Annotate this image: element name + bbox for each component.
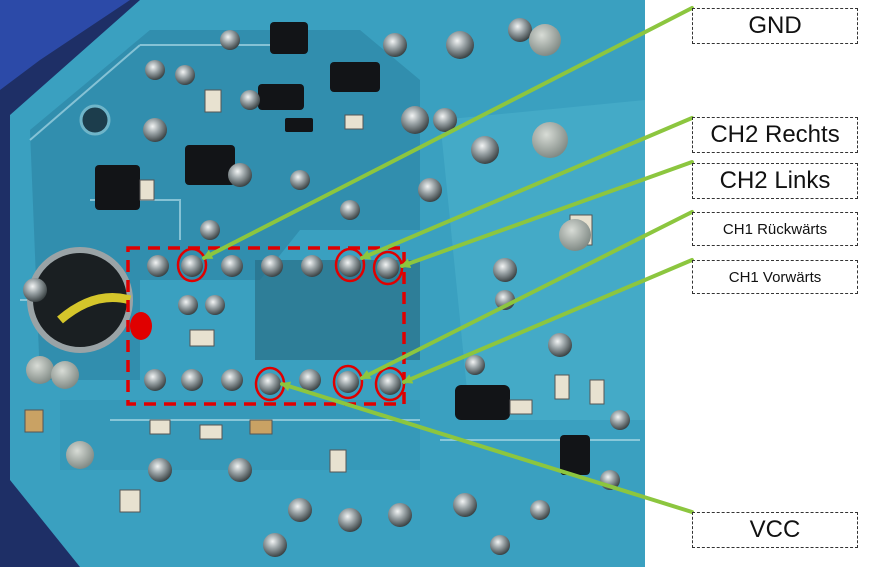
label-gnd: GND [692, 8, 858, 44]
arrow-vcc [280, 381, 694, 514]
arrow-ch2-rechts [360, 116, 694, 260]
arrow-ch2-links [400, 160, 694, 269]
arrow-gnd [202, 6, 694, 260]
label-ch1-rueckwaerts: CH1 Rückwärts [692, 212, 858, 246]
label-vcc: VCC [692, 512, 858, 548]
highlight-rectangle [126, 246, 406, 406]
screw-hole [79, 104, 111, 136]
label-ch2-links: CH2 Links [692, 163, 858, 199]
red-marker-dot [130, 312, 152, 340]
header-pins-top-row [147, 255, 399, 279]
label-ch1-vorwaerts: CH1 Vorwärts [692, 260, 858, 294]
callout-arrows [202, 6, 694, 514]
header-pins-bottom-row [144, 295, 401, 395]
board-trace-area [440, 100, 645, 420]
solder-blobs [23, 18, 630, 557]
arrow-ch1-rueckwaerts [360, 210, 694, 380]
board-trace-area [255, 260, 420, 360]
blue-casing [0, 0, 130, 90]
smd-resistors [24, 89, 605, 513]
yellow-wire [57, 293, 132, 324]
arrow-ch1-vorwaerts [402, 258, 694, 384]
black-components [95, 22, 590, 475]
label-ch2-rechts: CH2 Rechts [692, 117, 858, 153]
